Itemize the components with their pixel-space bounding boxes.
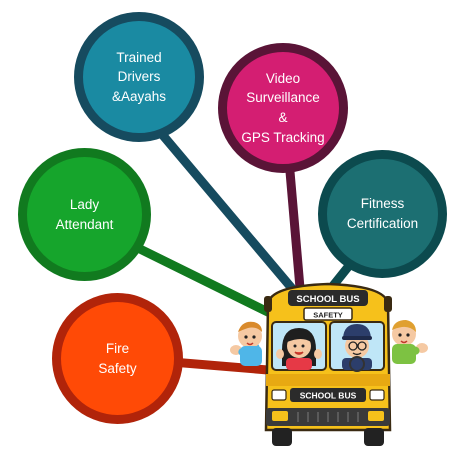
bubble-trained-drivers: Trained Drivers &Aayahs	[74, 12, 204, 142]
bubble-fire-safety: Fire Safety	[52, 293, 183, 424]
school-bus-illustration: SCHOOL BUS SAFETY	[230, 282, 428, 446]
bubble-lady-attendant: Lady Attendant	[18, 148, 151, 281]
bus-safety-label: SAFETY	[313, 311, 343, 320]
bus-sign: SCHOOL BUS	[296, 294, 359, 305]
child-left-icon	[230, 321, 262, 366]
connector-fire	[167, 357, 273, 375]
connector-video	[284, 155, 305, 293]
connector-lady	[133, 243, 285, 323]
bubble-label-video-surveillance: Video Surveillance & GPS Tracking	[241, 70, 325, 145]
bubble-label-fire-safety: Fire Safety	[98, 340, 137, 376]
bus-front: SCHOOL BUS	[266, 374, 390, 426]
child-right-icon	[392, 320, 428, 364]
bubble-fitness-certification: Fitness Certification	[318, 150, 447, 278]
bubble-video-surveillance: Video Surveillance & GPS Tracking	[218, 43, 348, 173]
driver-icon	[342, 324, 372, 372]
girl-passenger-icon	[276, 328, 322, 370]
bus-wheels	[272, 428, 384, 446]
bus-front-sign: SCHOOL BUS	[300, 391, 357, 401]
connector-trained	[145, 115, 300, 297]
bubble-label-trained-drivers: Trained Drivers &Aayahs	[111, 49, 167, 104]
bubble-label-lady-attendant: Lady Attendant	[55, 196, 114, 232]
bubble-label-fitness-certification: Fitness Certification	[346, 196, 419, 231]
